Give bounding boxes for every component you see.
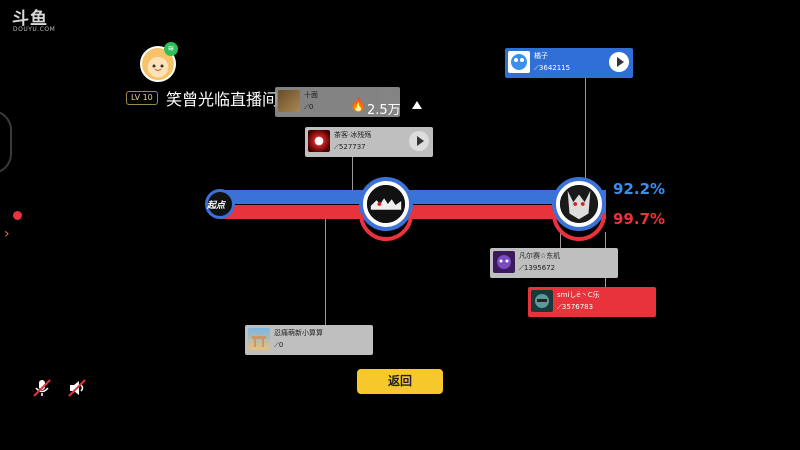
play-icon[interactable] <box>409 131 429 151</box>
connector-line <box>585 78 586 182</box>
player-box-top-gray[interactable]: 十面 ⟋0 <box>275 87 400 117</box>
triangle-up-icon[interactable] <box>412 101 422 109</box>
level-badge: LV 10 <box>126 91 158 105</box>
speaker-muted-icon[interactable] <box>67 378 87 398</box>
player-name: smiしё丶C乐 <box>557 291 600 299</box>
flame-icon: 🔥 <box>350 98 367 113</box>
player-box-gray-right[interactable]: 凡尔赛☆东机 ⟋1395672 <box>490 248 618 278</box>
player-score: ⟋527737 <box>334 143 366 151</box>
player-avatar <box>278 90 300 112</box>
player-avatar <box>248 328 270 350</box>
player-name: 十面 <box>304 91 318 99</box>
side-panel-handle[interactable] <box>0 110 12 174</box>
mic-muted-icon[interactable] <box>32 378 52 398</box>
player-score: ⟋0 <box>304 103 314 111</box>
player-avatar <box>508 51 530 73</box>
start-marker <box>205 189 235 219</box>
player-name: 凡尔赛☆东机 <box>519 252 561 260</box>
player-avatar <box>493 251 515 273</box>
live-signal-icon: ≋ <box>164 42 178 56</box>
connector-line <box>325 218 326 326</box>
connector-line <box>352 157 353 193</box>
start-label: 起点 <box>207 201 226 211</box>
node-avatar-1[interactable] <box>363 181 409 227</box>
player-name: 忍痛萌新小算算 <box>274 329 323 337</box>
player-box-gray-bottom[interactable]: 忍痛萌新小算算 ⟋0 <box>245 325 373 355</box>
back-button[interactable]: 返回 <box>357 369 443 394</box>
player-avatar <box>531 290 553 312</box>
heat-count: 2.5万 <box>367 103 401 118</box>
player-name: 茶客·冰残殇 <box>334 131 372 139</box>
node-avatar-2[interactable] <box>556 181 602 227</box>
blue-percent: 92.2% <box>613 180 666 198</box>
play-icon[interactable] <box>609 52 629 72</box>
red-percent: 99.7% <box>613 210 666 228</box>
player-avatar <box>308 130 330 152</box>
douyu-domain: DOUYU.COM <box>13 26 56 33</box>
connector-line <box>560 232 561 250</box>
player-box-blue[interactable]: 橘子 ⟋3642115 <box>505 48 633 78</box>
streamer-name: 笑曾光临直播间 <box>166 90 279 109</box>
chevron-right-icon[interactable]: › <box>4 226 10 242</box>
player-score: ⟋1395672 <box>519 264 556 272</box>
player-score: ⟋3642115 <box>534 64 571 72</box>
player-box-mid-gray[interactable]: 茶客·冰残殇 ⟋527737 <box>305 127 433 157</box>
player-score: ⟋3576783 <box>557 303 594 311</box>
player-score: ⟋0 <box>274 341 284 349</box>
player-box-red[interactable]: smiしё丶C乐 ⟋3576783 <box>528 287 656 317</box>
douyu-logo: 斗鱼 <box>12 9 48 29</box>
red-dot-indicator <box>13 211 22 220</box>
player-name: 橘子 <box>534 52 548 60</box>
